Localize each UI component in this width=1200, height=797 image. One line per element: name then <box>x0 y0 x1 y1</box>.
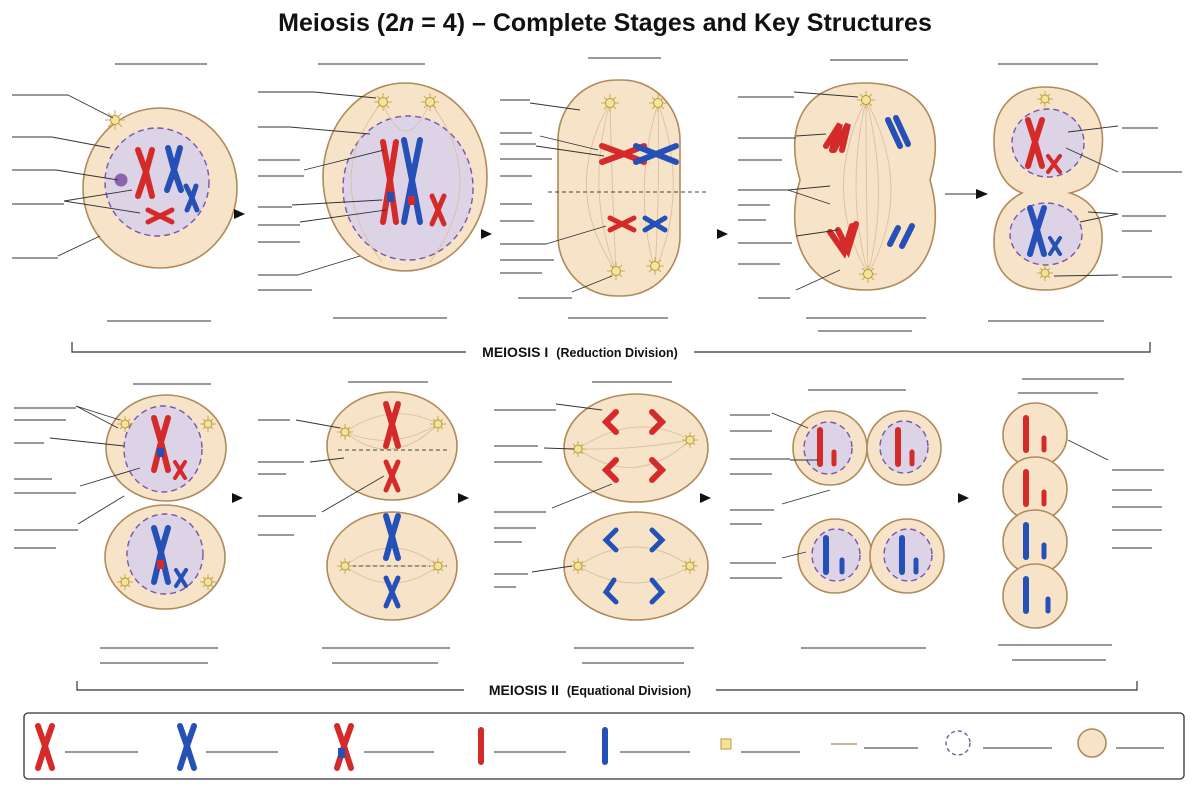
centrosome-icon <box>430 558 446 574</box>
centrosome-icon <box>117 416 133 432</box>
centrosome-icon <box>105 110 125 130</box>
spindle-fibers <box>577 426 691 584</box>
stage-anaphase-ii <box>494 381 709 664</box>
nuclear-envelope-icon <box>945 730 971 756</box>
centrosome-icon <box>1037 265 1053 281</box>
centrosome-icon <box>646 257 664 275</box>
maternal-chromosome <box>135 147 155 199</box>
centrosome-icon <box>1037 91 1053 107</box>
diagram-title: Meiosis (2n = 4) – Complete Stages and K… <box>278 9 932 37</box>
centrosome-icon <box>570 558 586 574</box>
centrosome-icon <box>374 93 392 111</box>
arrow-icon <box>234 209 245 219</box>
arrow-icon <box>481 229 492 239</box>
centrosome-icon <box>337 558 353 574</box>
stage-four-haploid-cells <box>998 378 1164 661</box>
meiosis-i-label: MEIOSIS I(Reduction Division) <box>482 344 678 360</box>
arrow-icon <box>232 493 243 503</box>
stage-prometaphase-i <box>258 63 488 319</box>
centrosome-icon <box>421 93 439 111</box>
centrosome-icon <box>607 262 625 280</box>
stage-telophase-i <box>988 63 1182 322</box>
centrosome-icon <box>682 432 698 448</box>
centrosome-icon <box>720 738 732 750</box>
centrosome-icon <box>200 416 216 432</box>
arrow-icon <box>976 189 988 199</box>
arrow-icon <box>700 493 711 503</box>
stage-metaphase-i <box>500 57 708 319</box>
centrosome-icon <box>200 574 216 590</box>
nucleolus <box>114 173 128 187</box>
centrosome-icon <box>859 265 877 283</box>
centrosome-icon <box>601 94 619 112</box>
centrosome-icon <box>857 91 875 109</box>
blue-chromosome-icon <box>177 723 197 771</box>
crossover-chromosome-icon <box>334 723 354 771</box>
centrosome-icon <box>682 558 698 574</box>
centrosome-icon <box>649 94 667 112</box>
tetrad <box>380 137 423 225</box>
red-chromosome-icon <box>35 723 55 771</box>
aligned-tetrad-large <box>599 143 679 165</box>
stage-prophase-ii <box>14 383 227 664</box>
spindle-fibers <box>586 102 674 272</box>
centrosome-icon <box>117 574 133 590</box>
meiosis-i-bracket: MEIOSIS I(Reduction Division) <box>71 342 1151 360</box>
stage-anaphase-i <box>738 59 937 332</box>
arrow-icon <box>717 229 728 239</box>
centrosome-icon <box>570 441 586 457</box>
centrosome-icon <box>430 416 446 432</box>
key-legend <box>23 712 1185 780</box>
small-paternal-chromosome <box>183 183 200 213</box>
aligned-tetrad-small <box>607 215 668 233</box>
paternal-chromosome <box>164 145 184 193</box>
meiosis-ii-label: MEIOSIS II(Equational Division) <box>489 682 691 698</box>
small-chromosome-pair <box>429 193 447 227</box>
arrow-icon <box>458 493 469 503</box>
arrow-icon <box>958 493 969 503</box>
stage-telophase-ii <box>730 389 945 649</box>
meiosis-ii-bracket: MEIOSIS II(Equational Division) <box>76 681 1138 698</box>
cell-icon <box>1077 728 1107 758</box>
small-maternal-chromosome <box>145 207 175 225</box>
stage-metaphase-ii <box>258 381 458 664</box>
stage-prophase-i <box>12 63 238 322</box>
spindle-fibers <box>843 99 892 275</box>
centrosome-icon <box>337 424 353 440</box>
